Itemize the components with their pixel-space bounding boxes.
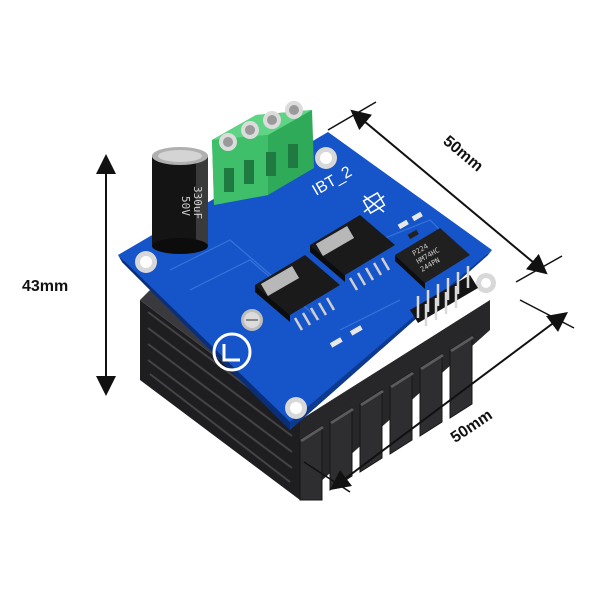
brand-logo-icon [212, 332, 252, 372]
terminal-screw-icon [285, 101, 303, 119]
width-bottom-dimension-arrow [303, 299, 575, 493]
pin-header [410, 266, 478, 326]
mounting-hole [315, 147, 337, 169]
terminal-screw-icon [219, 133, 237, 151]
terminal-screw-icon [241, 121, 259, 139]
screw-terminal-block [212, 101, 314, 205]
width-top-dimension-arrow [327, 101, 563, 283]
width-top-dimension-label: 50mm [440, 133, 486, 176]
capacitor-label-1: 330uF [191, 186, 204, 219]
driver-chip-left [255, 255, 340, 331]
electrolytic-capacitor: 330uF 50V [152, 147, 208, 254]
terminal-screw-icon [263, 111, 281, 129]
mounting-hole [135, 251, 157, 273]
capacitor-label-2: 50V [179, 196, 192, 216]
mounting-hole [476, 273, 496, 293]
height-dimension-label: 43mm [22, 278, 68, 295]
mounting-hole [285, 397, 307, 419]
screw [241, 309, 263, 331]
